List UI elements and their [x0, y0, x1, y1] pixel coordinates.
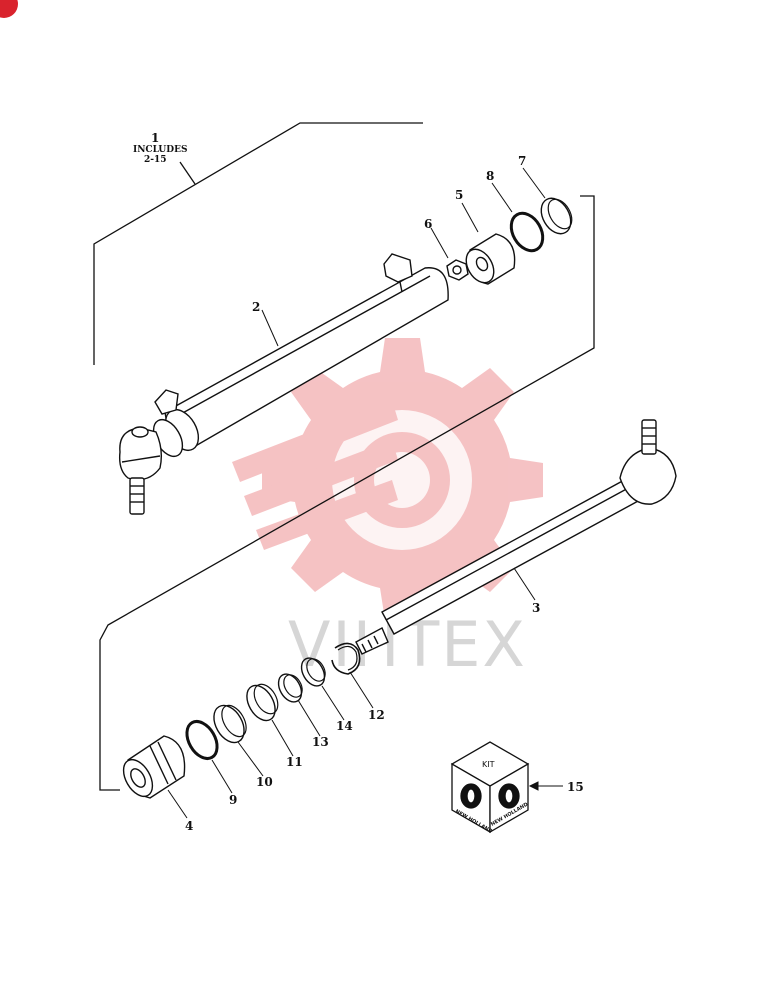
snap-ring-12: [331, 642, 361, 675]
callout-11: 11: [286, 755, 303, 769]
ring-7: [540, 197, 572, 235]
o-ring-9: [185, 720, 219, 760]
callout-3: 3: [532, 601, 540, 615]
ring-13: [277, 673, 303, 703]
kit-box-icon: [450, 741, 530, 834]
piston-rod-part: [355, 419, 677, 655]
callout-14: 14: [336, 719, 353, 733]
callout-5: 5: [455, 188, 463, 202]
ring-11: [246, 684, 276, 722]
leader-lines: [167, 167, 563, 819]
callout-8: 8: [486, 169, 494, 183]
callout-15: 15: [567, 780, 584, 794]
ring-10: [213, 704, 245, 744]
assembly-includes-label: INCLUDES: [133, 145, 187, 155]
piston-part: [122, 735, 186, 799]
callout-6: 6: [424, 217, 432, 231]
callout-7: 7: [518, 154, 526, 168]
cylinder-barrel-part: [118, 253, 449, 515]
corner-badge-icon: [0, 0, 18, 18]
callout-12: 12: [368, 708, 385, 722]
callout-10: 10: [256, 775, 273, 789]
callout-4: 4: [185, 819, 193, 833]
kit-label: KIT: [482, 760, 495, 769]
callout-13: 13: [312, 735, 329, 749]
assembly-range-label: 2-15: [144, 155, 167, 165]
lock-nut-part: [446, 259, 469, 281]
callout-2: 2: [252, 300, 260, 314]
gland-part: [465, 233, 516, 285]
assembly-bracket: [93, 122, 595, 791]
ring-14: [300, 657, 326, 687]
seal-rings: [185, 197, 573, 760]
watermark-gear-icon: [232, 338, 543, 620]
o-ring-8: [509, 211, 545, 253]
assembly-number-label: 1: [151, 131, 159, 145]
callout-9: 9: [229, 793, 237, 807]
